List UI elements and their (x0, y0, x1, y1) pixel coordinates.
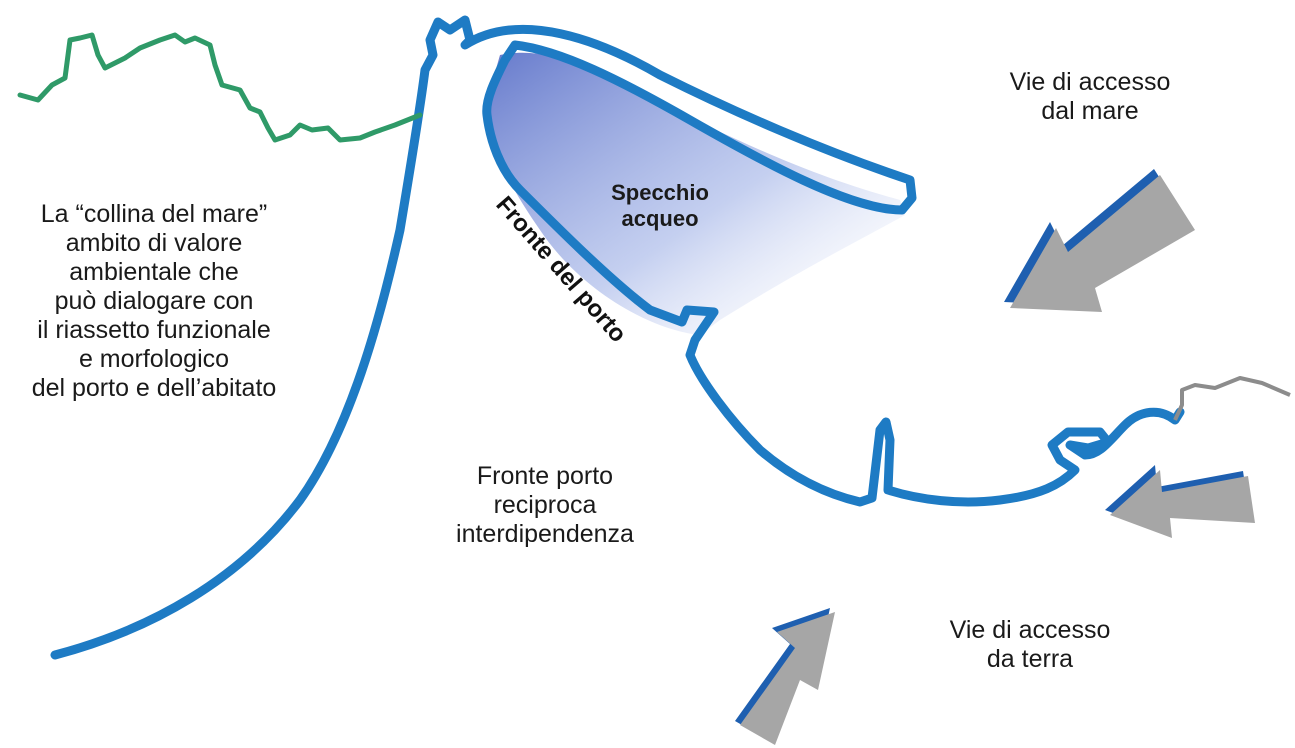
coastline (50, 15, 1185, 660)
hill-ridge-line (17, 32, 423, 143)
water-body-label: Specchio acqueo (611, 180, 709, 231)
land-arrow (735, 608, 835, 745)
land-access-label: Vie di accesso da terra (949, 616, 1111, 673)
hill-description: La “collina del mare” ambito di valore a… (31, 200, 277, 402)
road-line (1173, 376, 1291, 421)
harbour-front-label: Fronte porto reciproca interdipendenza (456, 462, 634, 548)
sea-access-label: Vie di accesso dal mare (1009, 68, 1171, 125)
sea-arrow-upper (1004, 169, 1195, 312)
sea-arrow-lower (1105, 465, 1255, 538)
